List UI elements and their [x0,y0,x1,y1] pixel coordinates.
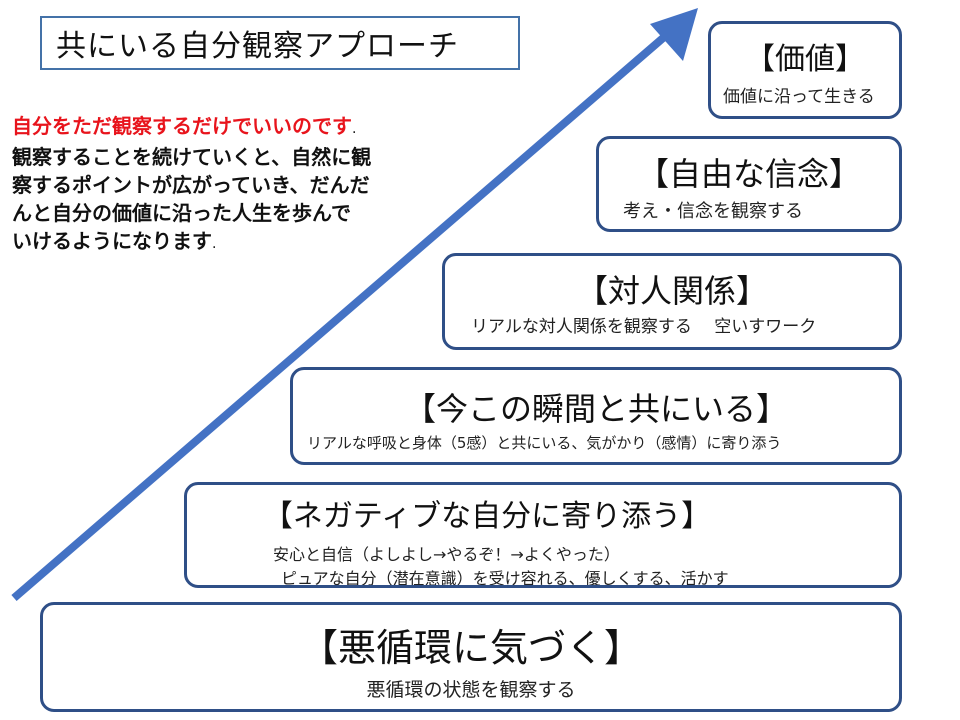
step-description: 安心と自信（よしよし→やるぞ！→よくやった） [273,545,620,564]
step-relationships: 【対人関係】 リアルな対人関係を観察する 空いすワーク [442,253,902,350]
step-heading: 【ネガティブな自分に寄り添う】 [262,499,712,534]
step-heading: 【自由な信念】 [636,155,861,193]
step-description: リアルな呼吸と身体（5感）と共にいる、気がかり（感情）に寄り添う [307,434,782,452]
intro-end-period: . [212,236,217,252]
step-accept-negative-self: 【ネガティブな自分に寄り添う】 安心と自信（よしよし→やるぞ！→よくやった） ピ… [184,482,902,588]
step-heading: 【価値】 [745,42,865,77]
arrow-head [650,8,698,61]
intro-line: 観察することを続けていくと、自然に観 [12,145,372,169]
step-vicious-cycle: 【悪循環に気づく】 悪循環の状態を観察する [40,602,902,712]
step-heading: 【悪循環に気づく】 [299,626,642,670]
step-present-moment: 【今この瞬間と共にいる】 リアルな呼吸と身体（5感）と共にいる、気がかり（感情）… [290,367,902,465]
intro-text: 自分をただ観察するだけでいいのです. 観察することを続けていくと、自然に観 察す… [12,112,452,258]
step-description: 価値に沿って生きる [723,87,875,107]
step-description: 悪循環の状態を観察する [366,679,576,701]
intro-highlight: 自分をただ観察するだけでいいのです [12,114,352,138]
step-description: 考え・信念を観察する [623,201,803,222]
intro-highlight-period: . [352,121,357,137]
diagram-title: 共にいる自分観察アプローチ [40,16,520,70]
step-heading: 【対人関係】 [575,272,768,310]
step-description: ピュアな自分（潜在意識）を受け容れる、優しくする、活かす [281,569,729,588]
intro-line: いけるようになります [12,229,212,253]
intro-line: 察するポイントが広がっていき、だんだ [12,173,370,197]
step-values: 【価値】 価値に沿って生きる [708,21,902,119]
step-heading: 【今この瞬間と共にいる】 [403,390,788,428]
step-description: リアルな対人関係を観察する 空いすワーク [471,317,817,337]
step-free-beliefs: 【自由な信念】 考え・信念を観察する [596,136,902,232]
intro-line: んと自分の価値に沿った人生を歩んで [12,201,351,225]
